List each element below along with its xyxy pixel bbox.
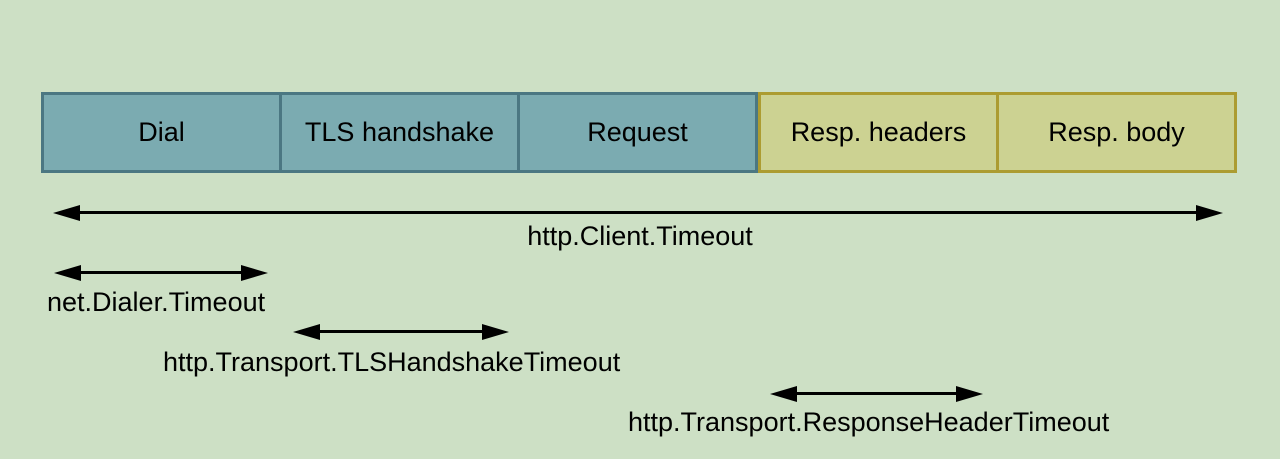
segment-tls-handshake: TLS handshake <box>279 92 520 173</box>
client-timeout-span-arrow <box>53 205 1223 221</box>
response-header-timeout-span-arrow <box>770 386 983 402</box>
segment-resp-body-label: Resp. body <box>1048 117 1185 147</box>
response-header-timeout-label: http.Transport.ResponseHeaderTimeout <box>628 407 1110 437</box>
segment-dial: Dial <box>41 92 282 173</box>
segment-request: Request <box>517 92 758 173</box>
dialer-timeout-label: net.Dialer.Timeout <box>47 287 266 317</box>
segment-resp-headers-label: Resp. headers <box>790 117 967 147</box>
segment-resp-headers: Resp. headers <box>758 92 999 173</box>
dialer-timeout-span-arrow <box>54 265 268 281</box>
segment-request-label: Request <box>587 117 688 147</box>
arrow-shaft <box>782 392 971 395</box>
arrow-shaft <box>66 271 256 274</box>
tls-handshake-timeout-span-arrow <box>293 324 509 340</box>
segment-dial-label: Dial <box>138 117 185 147</box>
segment-resp-body: Resp. body <box>996 92 1237 173</box>
arrow-shaft <box>65 211 1211 214</box>
arrow-shaft <box>305 330 497 333</box>
tls-handshake-timeout-label: http.Transport.TLSHandshakeTimeout <box>163 347 621 377</box>
client-timeout-label: http.Client.Timeout <box>527 221 753 251</box>
request-phases-bar: Dial TLS handshake Request Resp. headers… <box>41 92 1237 173</box>
segment-tls-handshake-label: TLS handshake <box>304 117 495 147</box>
